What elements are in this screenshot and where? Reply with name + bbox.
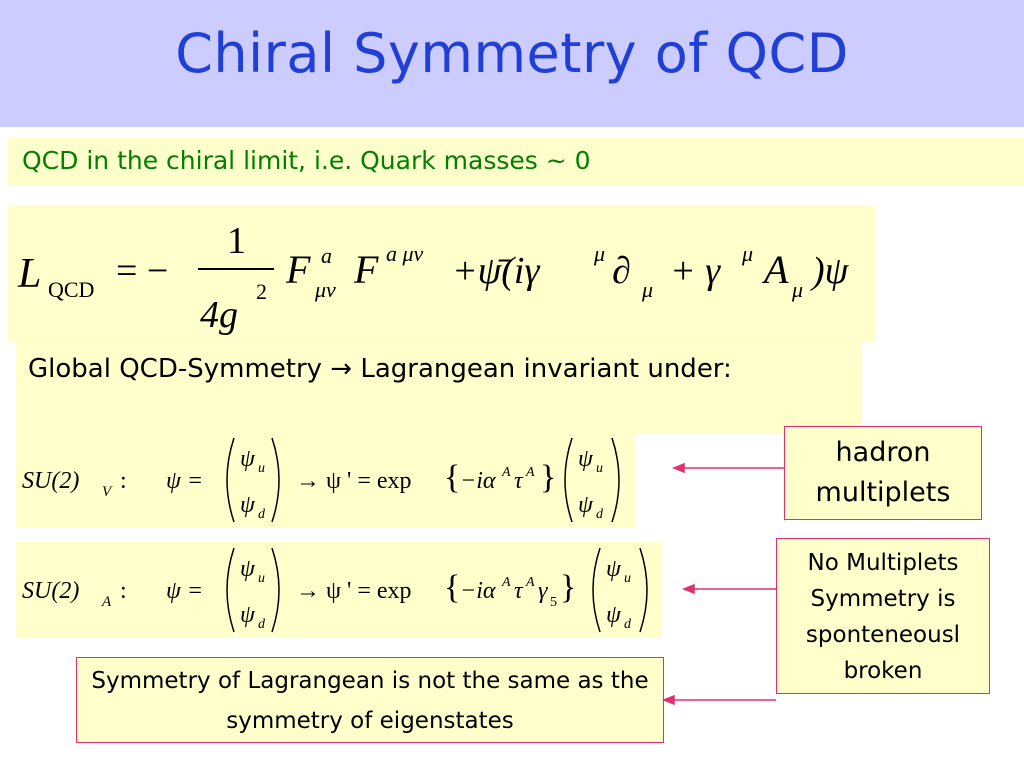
axial-gamma5-sub: 5	[550, 595, 557, 610]
gauge-subscript: μ	[791, 277, 803, 302]
vector-sup-a2: A	[525, 465, 535, 480]
vector-group: SU(2)	[22, 468, 79, 494]
arrow-symm-head	[661, 694, 675, 706]
subtitle-text: QCD in the chiral limit, i.e. Quark mass…	[22, 146, 591, 175]
vector-sup-a1: A	[501, 465, 511, 480]
vector-left-paren-1	[226, 437, 235, 523]
title-bar: Chiral Symmetry of QCD	[0, 0, 1024, 127]
lagrangian-box: L QCD = − 1 4g 2 F a μν F a μν +ψ̄(iγ μ …	[8, 205, 876, 341]
plus-gamma: + γ	[670, 250, 721, 292]
hadron-multiplets-callout: hadron multiplets	[784, 426, 982, 520]
axial-left-paren-2	[592, 547, 601, 633]
no-multiplets-line-1: No Multiplets	[807, 550, 959, 576]
fraction-denominator: 4g	[200, 294, 238, 336]
no-multiplets-line-3: sponteneousl	[805, 622, 961, 648]
axial-right-paren-1	[271, 547, 280, 633]
vector-symmetry-equation: SU(2) V : ψ = ψ u ψ d → ψ ' = exp { −iα …	[22, 437, 620, 523]
axial-sub-d: d	[258, 617, 266, 632]
no-multiplets-line-2: Symmetry is	[810, 586, 956, 612]
arrow-hadron-head	[671, 462, 685, 474]
vector-sub-u: u	[258, 461, 265, 476]
partial-subscript: μ	[641, 277, 653, 302]
field-tensor-1: F	[285, 247, 311, 292]
lagrangian-equals: = −	[116, 250, 168, 292]
axial-symmetry-equation: SU(2) A : ψ = ψ u ψ d → ψ ' = exp { −iα …	[22, 547, 648, 633]
axial-right-paren-2	[639, 547, 648, 633]
vector-psi-u: ψ	[240, 446, 256, 472]
global-symmetry-box: Global QCD-Symmetry → Lagrangean invaria…	[16, 342, 862, 434]
axial-right-brace: }	[560, 569, 576, 606]
vector-psi-d: ψ	[240, 492, 256, 518]
axial-psi-u-2: ψ	[606, 556, 622, 582]
vector-left-brace: {	[444, 459, 460, 496]
global-symmetry-text: Global QCD-Symmetry → Lagrangean invaria…	[28, 354, 732, 384]
symmetry-note-callout: Symmetry of Lagrangean is not the same a…	[76, 657, 664, 743]
vector-tau: τ	[514, 468, 524, 494]
partial-derivative: ∂	[612, 250, 631, 292]
vector-psi-d-2: ψ	[578, 492, 594, 518]
axial-arrow-expr: → ψ ' = exp	[296, 578, 412, 604]
axial-gamma5: γ	[538, 578, 548, 604]
lagrangian-equation: L QCD = − 1 4g 2 F a μν F a μν +ψ̄(iγ μ …	[17, 220, 850, 336]
axial-psi-u: ψ	[240, 556, 256, 582]
lagrangian-tail: )ψ	[810, 250, 850, 292]
vector-right-paren-2	[611, 437, 620, 523]
axial-symmetry-box: SU(2) A : ψ = ψ u ψ d → ψ ' = exp { −iα …	[16, 542, 662, 638]
vector-group-subscript: V	[102, 484, 113, 500]
axial-colon: :	[120, 578, 127, 604]
fraction-numerator: 1	[227, 220, 246, 262]
vector-sub-u-2: u	[596, 461, 603, 476]
vector-psi-u-2: ψ	[578, 446, 594, 472]
axial-sub-u-2: u	[624, 571, 631, 586]
axial-left-paren-1	[226, 547, 235, 633]
axial-sub-d-2: d	[624, 617, 632, 632]
axial-psi-d: ψ	[240, 602, 256, 628]
axial-psi-d-2: ψ	[606, 602, 622, 628]
gamma-superscript: μ	[593, 241, 605, 266]
vector-symmetry-box: SU(2) V : ψ = ψ u ψ d → ψ ' = exp { −iα …	[16, 432, 636, 528]
axial-sup-a2: A	[525, 575, 535, 590]
no-multiplets-callout: No Multiplets Symmetry is sponteneousl b…	[776, 538, 990, 694]
gamma-superscript-2: μ	[741, 241, 753, 266]
axial-group: SU(2)	[22, 578, 79, 604]
vector-right-brace: }	[540, 459, 556, 496]
vector-psi-eq: ψ =	[166, 468, 203, 494]
lagrangian-lhs: L	[17, 251, 41, 297]
gauge-field: A	[761, 247, 789, 292]
axial-left-brace: {	[444, 569, 460, 606]
vector-left-paren-2	[564, 437, 573, 523]
axial-sub-u: u	[258, 571, 265, 586]
vector-sub-d: d	[258, 507, 266, 522]
field-tensor-2-sup: a μν	[386, 241, 424, 266]
vector-exponent: −iα	[460, 468, 496, 494]
field-tensor-2: F	[353, 247, 379, 292]
subtitle-box: QCD in the chiral limit, i.e. Quark mass…	[8, 138, 1024, 186]
lagrangian-lhs-subscript: QCD	[48, 277, 94, 302]
no-multiplets-line-4: broken	[843, 658, 923, 684]
slide-title: Chiral Symmetry of QCD	[175, 22, 849, 85]
vector-sub-d-2: d	[596, 507, 604, 522]
dirac-term: +ψ̄(iγ	[452, 250, 540, 292]
axial-exponent: −iα	[460, 578, 496, 604]
vector-colon: :	[120, 468, 127, 494]
axial-sup-a1: A	[501, 575, 511, 590]
field-tensor-1-sub: μν	[314, 277, 336, 302]
vector-arrow-expr: → ψ ' = exp	[296, 468, 412, 494]
axial-group-subscript: A	[101, 594, 112, 610]
arrow-nomult-head	[681, 583, 695, 595]
field-tensor-1-sup: a	[321, 243, 332, 268]
axial-tau: τ	[514, 578, 524, 604]
vector-right-paren-1	[271, 437, 280, 523]
denominator-exponent: 2	[256, 279, 267, 304]
axial-psi-eq: ψ =	[166, 578, 203, 604]
